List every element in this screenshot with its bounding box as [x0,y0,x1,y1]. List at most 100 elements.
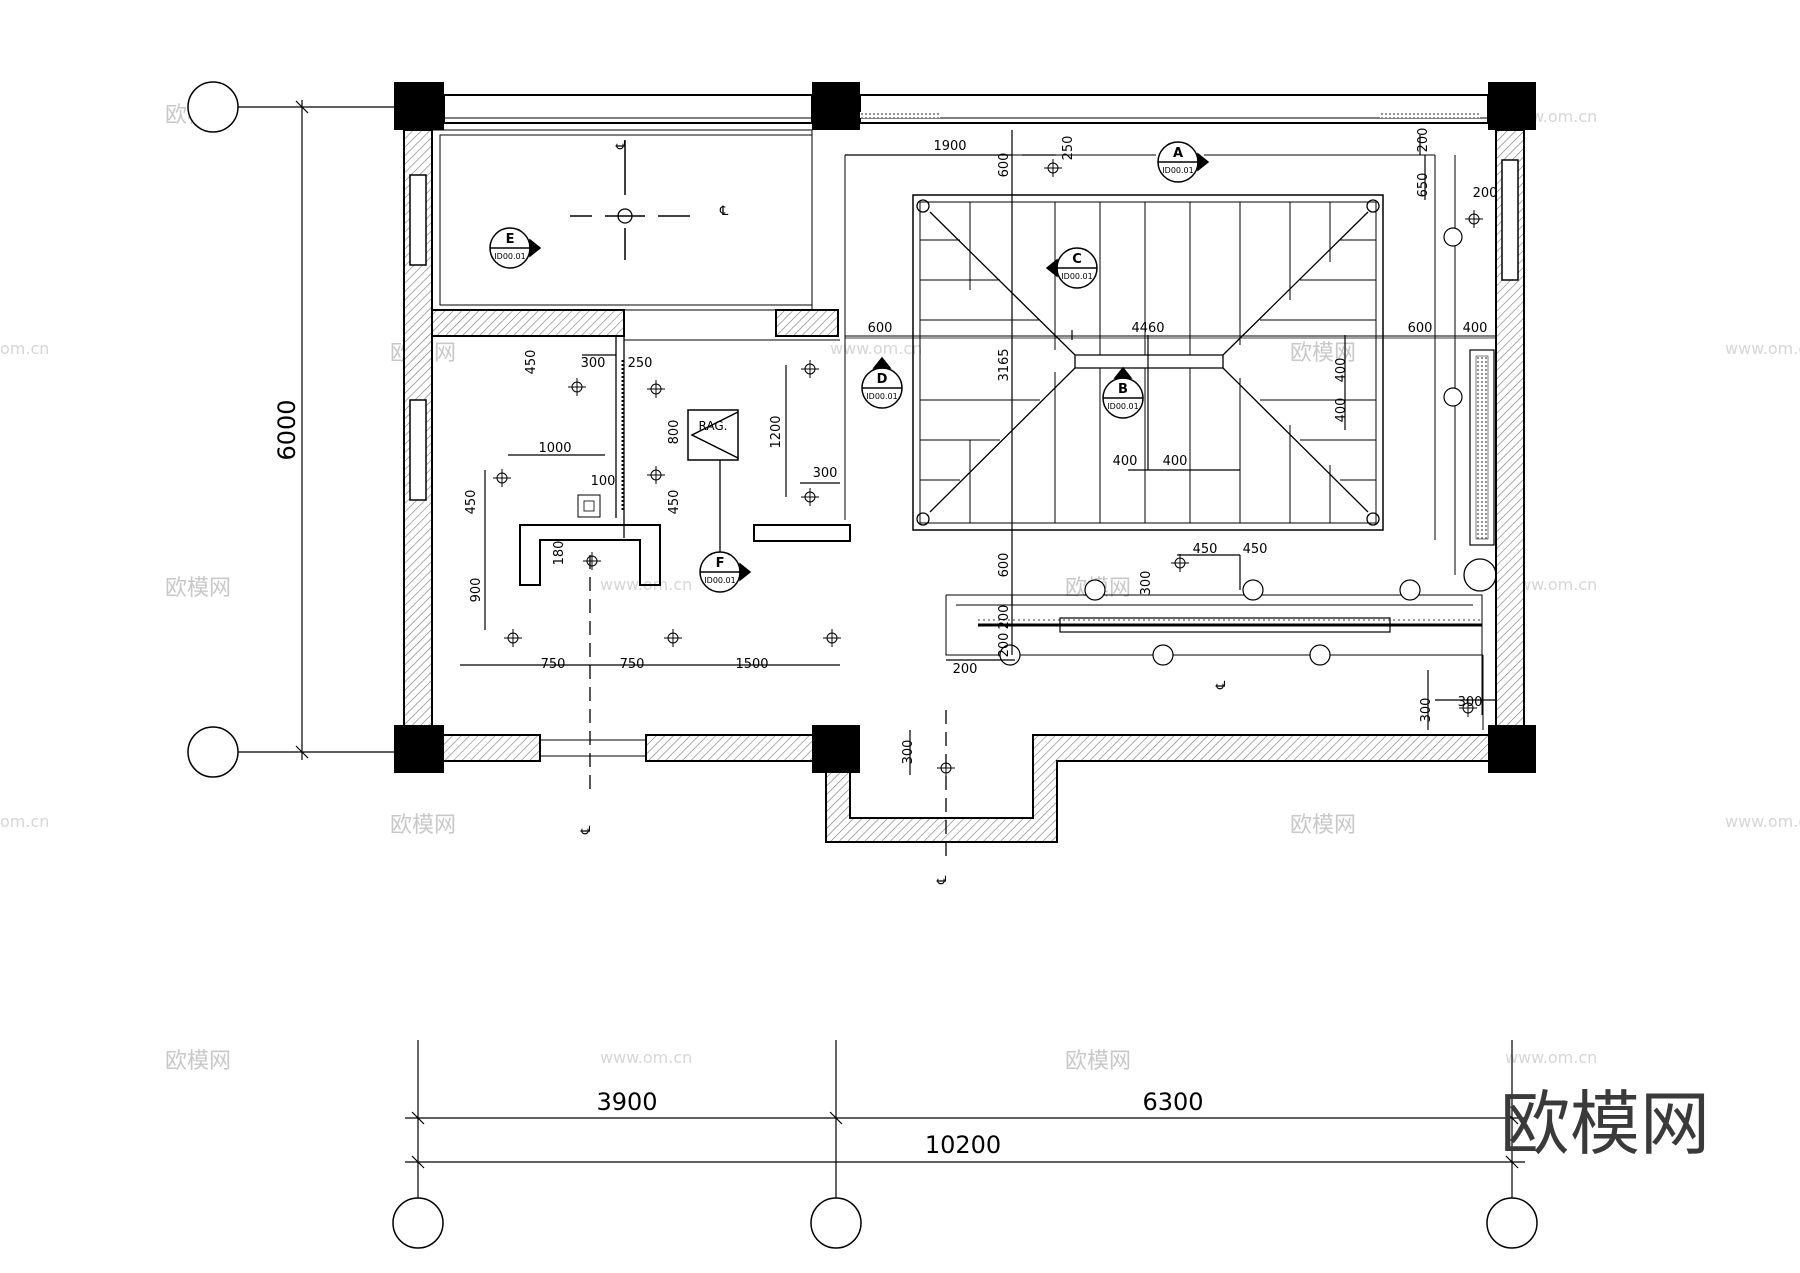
dim-text: 600 [868,321,893,336]
wall-partition-stub [775,309,839,337]
dim-text: 300 [901,740,916,765]
dim-text: 300 [1139,571,1154,596]
dim-text: 400 [1334,358,1349,383]
section-tag-ref: ID00.01 [1162,166,1193,175]
section-tag-ref: ID00.01 [704,576,735,585]
dim-text: 250 [1061,136,1076,161]
section-tag-ref: ID00.01 [1061,272,1092,281]
dim-text: 250 [628,356,653,371]
dimension-texts: 6000 3900 6300 10200 1900 250 600 200 65… [273,128,1497,1159]
section-tag-c: C ID00.01 [1045,247,1098,289]
dim-text: 400 [1163,454,1188,469]
dim-text: 300 [1419,698,1434,723]
section-tag-b: B ID00.01 [1102,366,1144,419]
centerline-mark: ℄ [614,140,629,150]
dim-bay-left: 3900 [596,1088,657,1116]
dim-text: 400 [1334,398,1349,423]
watermark-url: www.om.cn [1725,339,1800,358]
dim-text: 600 [997,553,1012,578]
wall-partition-top [431,309,625,337]
section-tags: A ID00.01 B ID00.01 C ID00.01 D ID00.01 [489,140,1210,593]
dim-text: 200 [1473,186,1498,201]
dim-text: 600 [1408,321,1433,336]
watermark-logo: 欧模网 [1500,1083,1710,1165]
centerline-mark: ℄ [579,825,594,835]
grid-bubble [1486,1197,1538,1249]
dim-text: 1500 [735,657,768,672]
dim-text: 750 [620,657,645,672]
watermark-cn: 欧模网 [1065,1049,1131,1074]
section-tag-a: A ID00.01 [1156,140,1210,184]
watermark-url: www.om.cn [830,339,922,358]
section-tag-letter: C [1072,252,1082,267]
grid-bubble [810,1197,862,1249]
dim-text: 1200 [769,415,784,448]
section-tag-ref: ID00.01 [494,252,525,261]
dim-text: 450 [1193,542,1218,557]
downlight [1443,387,1463,407]
watermark-url: om.cn [0,339,49,358]
watermark-cn: 欧模网 [1290,813,1356,838]
dim-text: 450 [524,350,539,375]
dim-text: 450 [667,490,682,515]
watermark-cn: 欧模网 [390,813,456,838]
watermark-cn: 欧模网 [165,1049,231,1074]
dim-text: 900 [469,578,484,603]
downlight [1084,579,1106,601]
watermark-url: www.om.cn [600,1048,692,1067]
downlight [1242,579,1264,601]
dim-text: 1900 [933,139,966,154]
grid-bubble [392,1197,444,1249]
section-tag-d: D ID00.01 [861,356,903,409]
dim-text: 400 [1113,454,1138,469]
dim-text: 200 [997,605,1012,630]
dim-text: 100 [591,474,616,489]
watermark-url: om.cn [0,812,49,831]
rag-label: RAG. [699,419,728,433]
dim-text: 450 [1243,542,1268,557]
section-tag-ref: ID00.01 [1107,402,1138,411]
centerline-mark: ℄ [935,875,950,885]
watermark-cn: 欧模网 [165,576,231,601]
dim-text: 650 [1416,173,1431,198]
dim-text: 180 [552,541,567,566]
section-tag-ref: ID00.01 [866,392,897,401]
watermark-url: www.om.cn [1505,575,1597,594]
wall-bottom-left [431,734,541,762]
section-tag-letter: B [1118,382,1128,397]
centerline-mark: ℄ [1214,680,1229,690]
dim-overall-width: 10200 [925,1131,1001,1159]
dim-text: 300 [813,466,838,481]
dim-text: 200 [997,633,1012,658]
wall-bottom-bumpout [825,734,1497,843]
dim-bay-right: 6300 [1142,1088,1203,1116]
dim-text: 750 [541,657,566,672]
dim-text: 800 [667,420,682,445]
centerline-marks: ℄ ℄ ℄ ℄ ℄ [579,140,1229,885]
dim-text: 4460 [1131,321,1164,336]
dim-overall-height: 6000 [273,399,301,460]
watermarks: 欧模网 www.om.cn 欧模网 www.om.cn om.cn 欧模网 ww… [0,103,1800,1074]
centerline-mark: ℄ [719,204,729,219]
dim-text: 300 [581,356,606,371]
section-tag-letter: A [1173,146,1183,161]
dim-text: 300 [1458,695,1483,710]
downlight [1399,579,1421,601]
dim-text: 200 [953,662,978,677]
grid-bubble [187,726,239,778]
dim-text: 1000 [538,441,571,456]
dim-text: 600 [997,153,1012,178]
downlight [1152,644,1174,666]
spotlights [493,159,1483,777]
dim-text: 3165 [997,348,1012,381]
dimension-lines [230,100,1525,1200]
top-window-left [443,94,813,124]
section-tag-letter: E [506,232,515,247]
section-tag-e: E ID00.01 [489,227,542,269]
section-tag-f: F ID00.01 [699,551,752,593]
dim-text: 200 [1416,128,1431,153]
top-window-right [859,94,1489,124]
columns [394,82,1536,773]
section-tag-letter: F [716,556,725,571]
